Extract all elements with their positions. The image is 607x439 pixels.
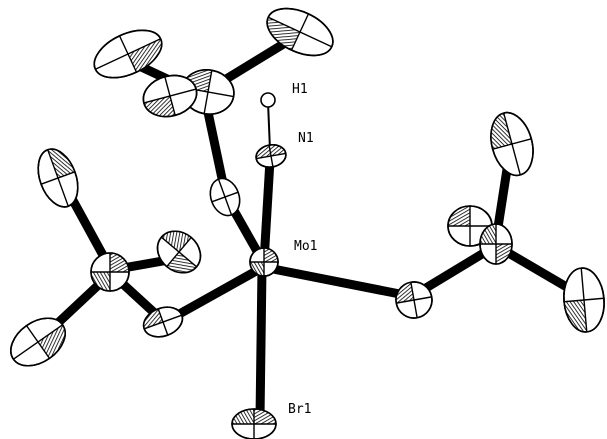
atom-n-left [142, 306, 184, 338]
bond-mo1-n1 [259, 159, 275, 263]
atom-c-left-mid [156, 230, 202, 274]
atom-c-left-bottom [10, 317, 66, 367]
atom-n-right [395, 281, 433, 319]
label-mo1: Mo1 [294, 239, 317, 254]
atom-c-top-behind [142, 74, 198, 118]
bond-n1-h1 [267, 101, 271, 151]
atom-c-right-bottom [563, 267, 605, 333]
atom-labels: H1 N1 Mo1 Br1 [288, 82, 317, 417]
bond-mo1-br1 [255, 267, 267, 419]
atom-mo1 [249, 247, 279, 277]
atom-c-top-left [93, 29, 163, 79]
atom-si-left [90, 252, 130, 292]
atom-h1 [260, 92, 276, 108]
atom-c-right-top [490, 111, 534, 177]
label-h1: H1 [292, 82, 308, 97]
atom-c-top-right [266, 7, 334, 57]
atom-si-right [479, 223, 513, 265]
bond-n-right-si-right [413, 244, 495, 298]
label-n1: N1 [298, 131, 314, 146]
bond-mo1-n-right [267, 263, 411, 301]
atom-n-upper [209, 177, 241, 217]
atom-n1 [255, 144, 287, 168]
label-br1: Br1 [288, 402, 311, 417]
atom-br1 [231, 408, 277, 439]
atom-c-left-top [37, 148, 79, 208]
